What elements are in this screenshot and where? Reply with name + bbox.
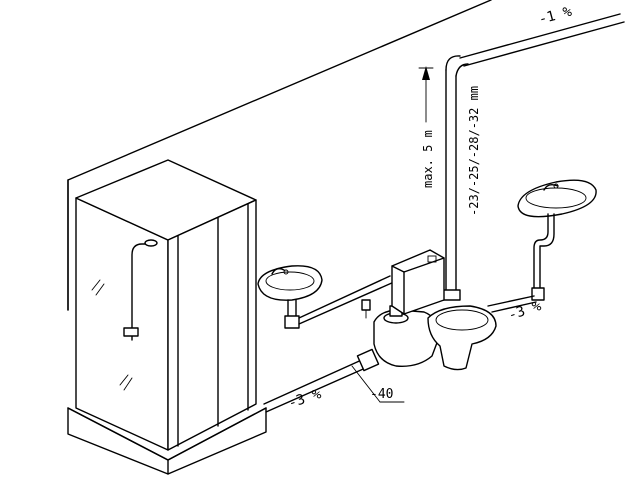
slope-bottom-label: -3 % xyxy=(286,386,324,412)
left-basin-pipe xyxy=(298,275,395,325)
pipe-diameters-label: -23/-25/-28/-32 mm xyxy=(467,86,481,216)
shower-drain-pipe xyxy=(263,348,380,413)
room-walls xyxy=(67,0,492,311)
vertical-riser-pipe xyxy=(441,69,461,301)
right-basin-pipe xyxy=(487,295,537,313)
outlet-leader xyxy=(351,365,405,403)
top-drain-pipe xyxy=(445,13,625,77)
left-washbasin xyxy=(257,265,323,329)
toilet-with-pump xyxy=(361,249,497,371)
height-arrow xyxy=(418,66,434,123)
slope-right-label: -3 % xyxy=(506,298,544,324)
height-max-label: max. 5 m xyxy=(421,130,435,188)
right-washbasin xyxy=(517,179,597,301)
outlet-diameter-label: -40 xyxy=(370,387,393,402)
slope-top-label: -1 % xyxy=(537,4,574,28)
shower-cabin xyxy=(67,159,267,475)
